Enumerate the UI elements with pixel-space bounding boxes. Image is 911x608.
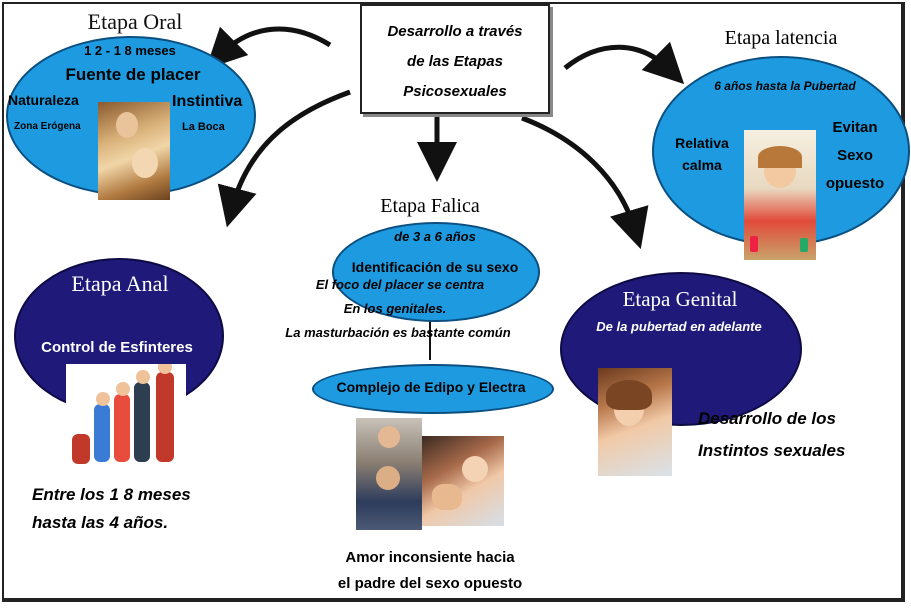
oral-age: 1 2 - 1 8 meses: [84, 43, 176, 58]
falica-age: de 3 a 6 años: [394, 229, 476, 244]
falica-love-line1: Amor inconsiente hacia: [345, 549, 515, 566]
oral-left-label: Naturaleza: [8, 92, 79, 108]
complex-oval: [312, 364, 554, 414]
arrow-to-anal: [217, 89, 351, 228]
falica-focus-line2: En los genitales.: [343, 301, 447, 316]
latencia-right-line2: Sexo: [837, 147, 873, 164]
genital-title: Etapa Genital: [622, 287, 738, 311]
center-title-box: Desarrollo a través de las Etapas Psicos…: [360, 4, 550, 114]
anal-range-line1: Entre los 1 8 meses: [32, 485, 191, 504]
arrow-to-latencia: [563, 41, 685, 85]
latencia-left-line2: calma: [682, 157, 722, 173]
oral-left-sub: Zona Erógena: [14, 121, 81, 132]
latencia-left-line1: Relativa: [675, 135, 729, 151]
oral-right-sub: La Boca: [182, 121, 225, 133]
center-title-line3: Psicosexuales: [403, 83, 507, 100]
falica-mother-child-photo: [422, 436, 504, 526]
latencia-girl-photo: [744, 130, 816, 260]
arrow-to-genital: [521, 115, 649, 250]
latencia-title: Etapa latencia: [724, 27, 838, 49]
falica-focus-line3: La masturbación es bastante común: [285, 325, 511, 340]
anal-range-line2: hasta las 4 años.: [32, 513, 169, 532]
oral-source: Fuente de placer: [65, 65, 201, 84]
falica-title: Etapa Falica: [380, 195, 480, 217]
anal-children-photo: [66, 364, 186, 468]
oral-right-label: Instintiva: [172, 93, 243, 110]
arrow-to-oral: [205, 26, 332, 70]
falica-complex: Complejo de Edipo y Electra: [336, 379, 526, 395]
latencia-right-line1: Evitan: [832, 119, 878, 136]
anal-title: Etapa Anal: [71, 271, 169, 296]
falica-focus-line1: El foco del placer se centra: [315, 277, 485, 292]
center-title-line2: de las Etapas: [407, 53, 503, 70]
oral-mother-child-photo: [98, 102, 170, 200]
image-frame: [2, 2, 905, 602]
latencia-right-line3: opuesto: [825, 175, 885, 192]
anal-control: Control de Esfinteres: [41, 339, 193, 356]
genital-couple-photo: [598, 368, 672, 476]
falica-father-child-photo: [356, 418, 422, 530]
oral-title: Etapa Oral: [87, 9, 183, 34]
genital-dev-line1: Desarrollo de los: [698, 409, 836, 428]
center-title-line1: Desarrollo a través: [387, 23, 523, 40]
falica-love-line2: el padre del sexo opuesto: [337, 575, 523, 592]
genital-age: De la pubertad en adelante: [596, 319, 762, 334]
falica-identification: Identificación de su sexo: [351, 259, 519, 275]
genital-dev-line2: Instintos sexuales: [698, 441, 846, 460]
latencia-age: 6 años hasta la Pubertad: [714, 79, 856, 93]
falica-oval: [332, 222, 540, 322]
